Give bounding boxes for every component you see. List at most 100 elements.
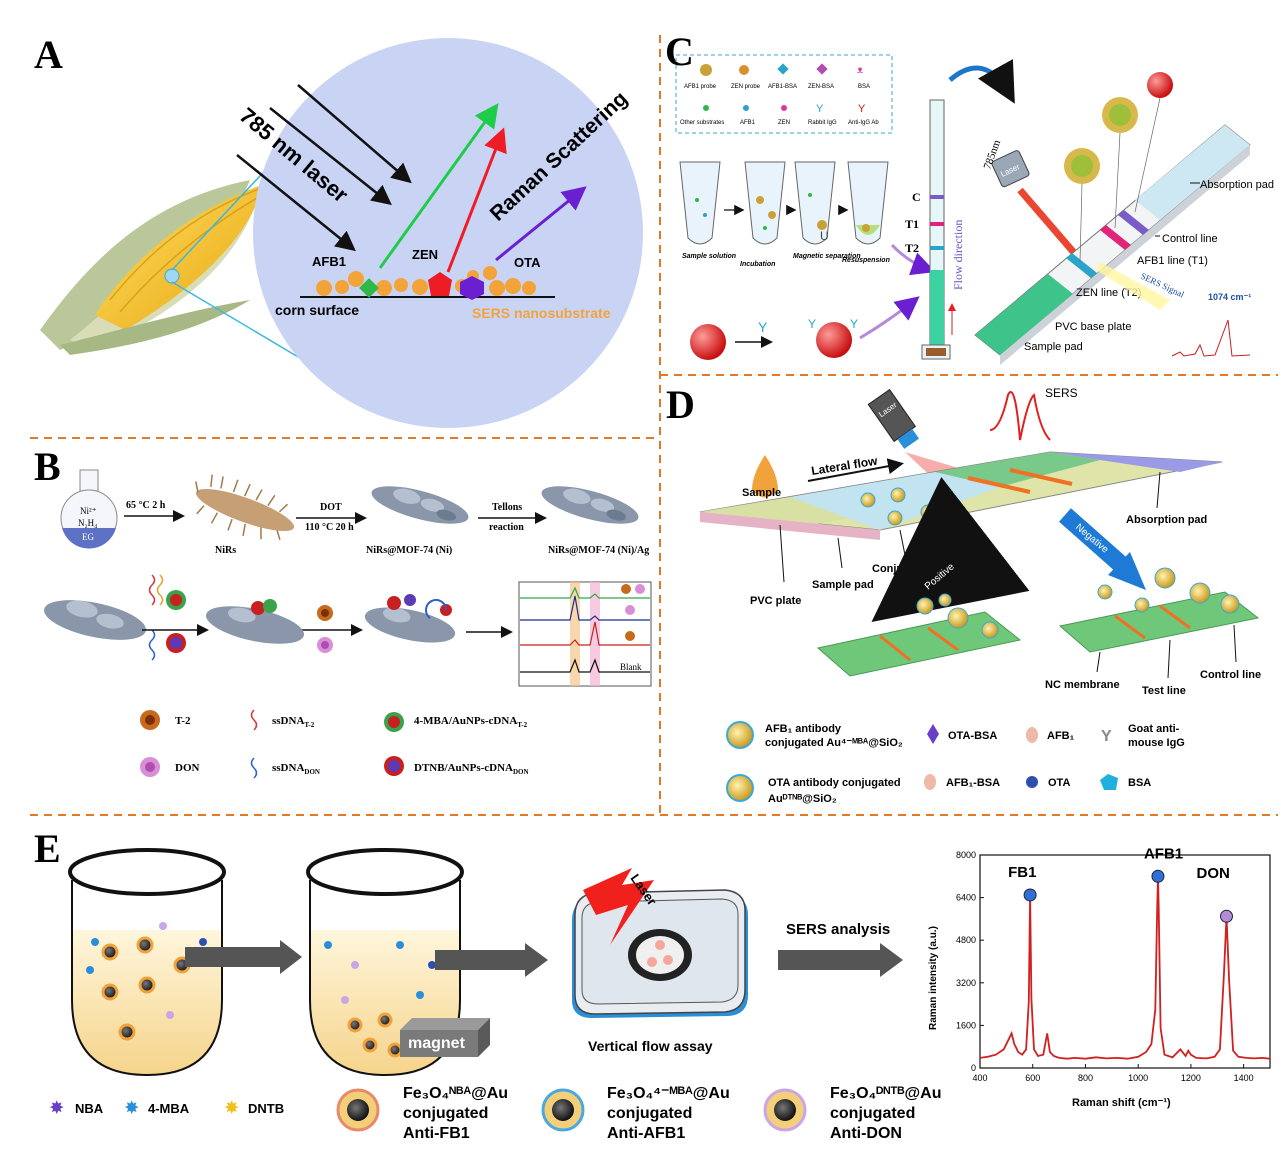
- panel-e-legend: ✸ NBA ✸ 4-MBA ✸ DNTB: [49, 1100, 284, 1117]
- svg-text:ZEN-BSA: ZEN-BSA: [808, 84, 834, 90]
- svg-text:Auᴰᵀᴺᴮ@SiO₂: Auᴰᵀᴺᴮ@SiO₂: [768, 793, 837, 805]
- y-tick-label-3: 4800: [956, 935, 976, 945]
- analyte-zen: ZEN: [412, 247, 438, 262]
- chart-frame: [979, 854, 1271, 1069]
- scatter-arrow-red: [446, 127, 507, 273]
- ota-molecule: [460, 276, 484, 300]
- svg-text:4-MBA/AuNPs-cDNAT-2: 4-MBA/AuNPs-cDNAT-2: [414, 715, 528, 729]
- peak-marker-fb1: [1023, 888, 1037, 902]
- svg-text:DON: DON: [175, 762, 200, 774]
- chart-xlabel: Raman shift (cm⁻¹): [1072, 1097, 1171, 1109]
- svg-text:OTA antibody conjugated: OTA antibody conjugated: [768, 777, 901, 789]
- panel-b: B Ni²⁺ N₂H₄ EG 65 °C 2 h DOT 110 °C 20 h…: [34, 444, 652, 779]
- svg-text:Anti-FB1: Anti-FB1: [403, 1125, 470, 1142]
- zen-molecule: [428, 272, 452, 296]
- svg-text:Sample solution: Sample solution: [682, 253, 736, 260]
- panel-a-letter: A: [34, 32, 63, 77]
- svg-text:ZEN line (T2): ZEN line (T2): [1076, 287, 1141, 299]
- svg-text:AFB1-BSA: AFB1-BSA: [768, 84, 797, 90]
- svg-text:Magnetic separation: Magnetic separation: [793, 253, 861, 260]
- svg-text:✸: ✸: [124, 1100, 139, 1117]
- peak-marker-don: [1220, 909, 1233, 923]
- svg-text:Tellons: Tellons: [492, 502, 522, 513]
- svg-text:magnet: magnet: [408, 1035, 466, 1052]
- x-tick-label-3: 1000: [1128, 1073, 1148, 1083]
- svg-text:Test line: Test line: [1142, 685, 1186, 697]
- svg-text:SERS: SERS: [1045, 386, 1078, 400]
- panel-c-legend-box: [675, 54, 893, 134]
- svg-text:T-2: T-2: [175, 715, 191, 727]
- panel-c-letter: C: [665, 29, 694, 74]
- x-tick-label-1: 600: [1025, 1073, 1040, 1083]
- x-tick-label-4: 1200: [1181, 1073, 1201, 1083]
- mof-rod-5: [364, 607, 456, 643]
- svg-text:U: U: [820, 229, 829, 243]
- y-tick-label-1: 1600: [956, 1020, 976, 1030]
- svg-text:NiRs@MOF-74 (Ni)/Ag: NiRs@MOF-74 (Ni)/Ag: [548, 545, 649, 556]
- spectra-inset: Blank: [518, 581, 652, 687]
- svg-text:Y: Y: [850, 317, 858, 331]
- x-tick-label-0: 400: [972, 1073, 987, 1083]
- svg-text:ssDNAT-2: ssDNAT-2: [272, 715, 315, 729]
- panel-c-legend: AFB1 probe ZEN probe AFB1-BSA ZEN-BSA ᴥB…: [680, 63, 879, 126]
- svg-text:PVC base plate: PVC base plate: [1055, 321, 1131, 333]
- svg-text:Sample pad: Sample pad: [812, 579, 874, 591]
- d-sample-drop: [752, 455, 778, 498]
- svg-text:Sample pad: Sample pad: [1024, 341, 1083, 353]
- magnified-corn-surface: [253, 38, 643, 428]
- svg-text:Absorption pad: Absorption pad: [1200, 179, 1274, 191]
- svg-text:T2: T2: [905, 241, 919, 255]
- svg-text:Fe₃O₄ᴺᴮᴬ@Au: Fe₃O₄ᴺᴮᴬ@Au: [403, 1085, 508, 1102]
- panel-d: D Laser SERS Sample Lateral flow: [666, 382, 1261, 805]
- c-vertical-strip: C T1 T2 Flow direction: [905, 99, 965, 360]
- t2-icon: [140, 710, 160, 730]
- svg-text:Ni²⁺: Ni²⁺: [80, 506, 97, 516]
- panel-dividers: [30, 35, 1278, 816]
- mof-rod-2: [541, 486, 639, 524]
- corn-illustration: [40, 180, 263, 355]
- peak-label-fb1: FB1: [1008, 864, 1036, 881]
- analyte-afb1: AFB1: [312, 254, 346, 269]
- svg-text:conjugated: conjugated: [403, 1105, 488, 1122]
- x-tick-label-2: 800: [1078, 1073, 1093, 1083]
- x-tick-label-5: 1400: [1234, 1073, 1254, 1083]
- panel-d-letter: D: [666, 382, 695, 427]
- svg-text:PVC plate: PVC plate: [750, 595, 801, 607]
- svg-text:Resuspension: Resuspension: [842, 257, 890, 264]
- c-nanoprobes: [1064, 72, 1173, 184]
- analyte-ota: OTA: [514, 255, 541, 270]
- svg-text:DNTB: DNTB: [248, 1101, 284, 1116]
- svg-text:AFB1 probe: AFB1 probe: [684, 84, 717, 90]
- substrate-label: SERS nanosubstrate: [472, 305, 611, 321]
- svg-text:ZEN probe: ZEN probe: [731, 84, 761, 90]
- c-tubes: U: [679, 161, 889, 245]
- d-sers-peaks: [989, 391, 1051, 441]
- svg-text:Fe₃O₄⁴⁻ᴹᴮᴬ@Au: Fe₃O₄⁴⁻ᴹᴮᴬ@Au: [607, 1085, 730, 1102]
- y-tick-label-2: 3200: [956, 978, 976, 988]
- toxin-don-icon: [317, 637, 333, 653]
- svg-text:NiRs@MOF-74 (Ni): NiRs@MOF-74 (Ni): [366, 545, 452, 556]
- panel-e: E: [34, 826, 1271, 1142]
- peak-label-afb1: AFB1: [1144, 845, 1183, 862]
- svg-text:mouse IgG: mouse IgG: [1128, 737, 1185, 749]
- svg-text:OTA-BSA: OTA-BSA: [948, 730, 997, 742]
- svg-text:AFB₁ antibody: AFB₁ antibody: [765, 723, 842, 735]
- svg-text:Flow direction: Flow direction: [951, 220, 965, 290]
- y-tick-label-4: 6400: [956, 893, 976, 903]
- panel-b-legend: T-2 DON ssDNAT-2 ssDNADON 4-MBA/AuNPs-cD…: [140, 709, 529, 779]
- svg-text:AFB₁-BSA: AFB₁-BSA: [946, 777, 1000, 789]
- raman-spectrum-chart: Raman intensity (a.u.) Raman shift (cm⁻¹…: [928, 845, 1271, 1109]
- afb1-molecule: [359, 278, 379, 298]
- panel-d-legend: AFB₁ antibody conjugated Au⁴⁻ᴹᴮᴬ@SiO₂ OT…: [726, 721, 1185, 805]
- svg-text:NC membrane: NC membrane: [1045, 679, 1120, 691]
- svg-text:AFB1: AFB1: [740, 120, 756, 126]
- svg-text:4-MBA: 4-MBA: [148, 1101, 190, 1116]
- panel-a: A 785 nm laser Raman Scattering AFB1 ZEN…: [34, 32, 643, 428]
- svg-text:Control line: Control line: [1162, 233, 1218, 245]
- svg-text:C: C: [912, 190, 921, 204]
- svg-text:Y: Y: [816, 103, 824, 115]
- mof-rod-1: [371, 486, 469, 524]
- y-tick-label-5: 8000: [956, 850, 976, 860]
- svg-text:EG: EG: [82, 532, 94, 542]
